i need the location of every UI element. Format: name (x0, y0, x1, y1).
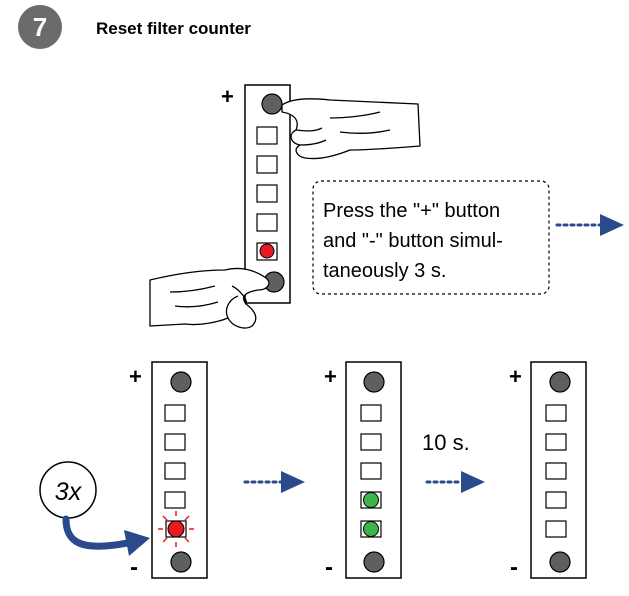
plus-button (261, 93, 283, 115)
led-indicator (164, 404, 186, 422)
led-green (363, 492, 379, 508)
led-indicator (360, 462, 382, 480)
led-indicator (360, 404, 382, 422)
led-red (167, 520, 185, 538)
panel-step-2: + - (324, 361, 402, 581)
led-green (363, 521, 379, 537)
arrow-right-icon (555, 214, 624, 236)
curved-arrow-icon (62, 515, 150, 556)
plus-label: + (509, 364, 522, 389)
led-indicator (256, 184, 278, 203)
plus-label: + (221, 84, 234, 109)
arrow-right-icon (425, 471, 485, 493)
plus-button (170, 371, 192, 393)
minus-button (363, 551, 385, 573)
instruction-box: Press the "+" button and "-" button simu… (312, 180, 550, 295)
step-badge-circle (18, 5, 62, 49)
panel-step-3: + - (509, 361, 587, 581)
arrow-right-icon (243, 471, 305, 493)
top-panel: + (149, 84, 421, 329)
led-indicator (360, 433, 382, 451)
step-badge: 7 (18, 5, 62, 49)
plus-button (549, 371, 571, 393)
led-indicator (164, 433, 186, 451)
led-indicator (256, 213, 278, 232)
plus-label: + (129, 364, 142, 389)
panel-step-1: + - (129, 361, 208, 581)
led-indicator (164, 491, 186, 509)
led-indicator (545, 433, 567, 451)
led-red (259, 243, 275, 259)
plus-button (363, 371, 385, 393)
blink-icon (158, 511, 194, 547)
instruction-frame (312, 180, 550, 295)
hand-icon (281, 98, 421, 160)
delay-label: 10 s. (422, 430, 470, 455)
hand-icon (149, 267, 270, 329)
led-indicator (256, 155, 278, 174)
repeat-label: 3x (55, 478, 83, 506)
minus-button (170, 551, 192, 573)
instruction-line-3: taneously 3 s. (323, 260, 446, 282)
minus-label: - (325, 554, 333, 581)
minus-label: - (510, 554, 518, 581)
instruction-line-2: and "-" button simul- (323, 230, 503, 252)
led-indicator (545, 462, 567, 480)
led-indicator (164, 462, 186, 480)
minus-label: - (130, 554, 138, 581)
step-number: 7 (33, 12, 47, 42)
minus-button (549, 551, 571, 573)
step-title: Reset filter counter (96, 19, 251, 38)
led-indicator (545, 491, 567, 509)
led-indicator (545, 404, 567, 422)
repeat-bubble: 3x (39, 461, 97, 519)
led-indicator (256, 126, 278, 145)
instruction-line-1: Press the "+" button (323, 200, 500, 222)
plus-label: + (324, 364, 337, 389)
led-indicator (545, 520, 567, 538)
